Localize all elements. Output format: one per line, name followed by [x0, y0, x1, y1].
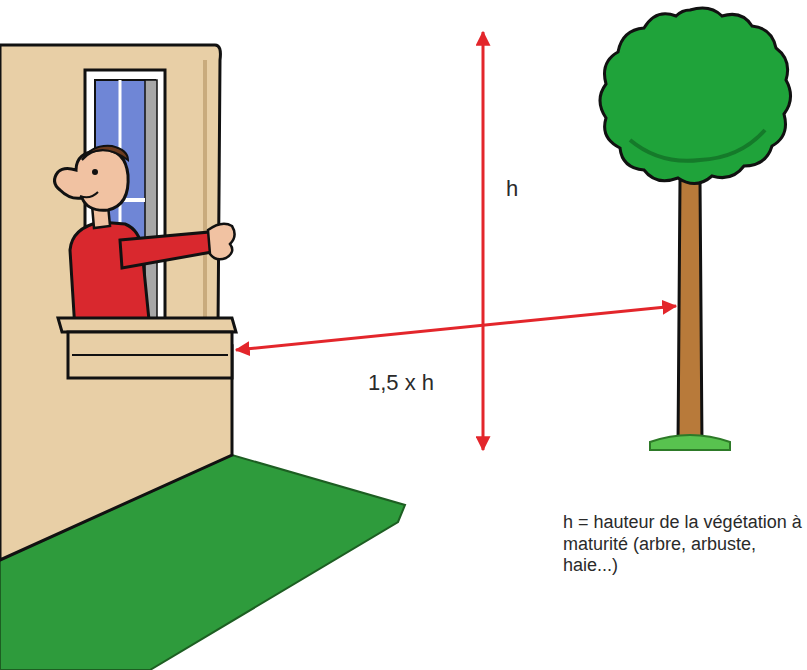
building-wall	[0, 45, 232, 560]
man-mouth	[80, 192, 98, 197]
balcony-line	[72, 354, 228, 356]
balcony	[68, 332, 232, 378]
dimension-label: h	[506, 176, 518, 202]
distance-arrow	[236, 306, 676, 350]
balcony-ledge	[58, 318, 236, 332]
dimension-label: 1,5 x h	[368, 370, 434, 396]
legend-note: h = hauteur de la végétation à maturité …	[563, 512, 803, 577]
man-head	[54, 150, 128, 210]
man-hair	[82, 146, 128, 160]
tree-trunk	[678, 180, 702, 445]
tree-grass	[650, 435, 730, 450]
canopy-shade	[630, 130, 765, 161]
height-arrow	[482, 32, 485, 450]
man-arm	[120, 232, 212, 268]
wall-shade	[203, 60, 207, 320]
man-hand	[208, 224, 235, 260]
man-eye	[92, 169, 98, 175]
tree-canopy	[600, 8, 791, 184]
